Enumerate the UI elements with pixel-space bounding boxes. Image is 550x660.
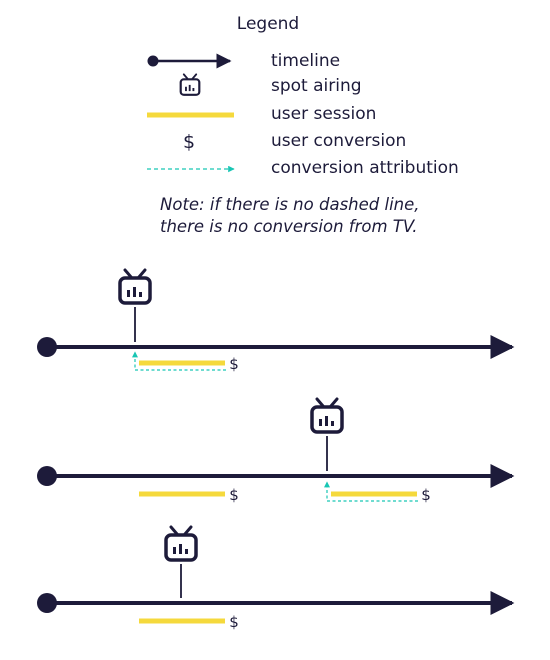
conversion-dollar: $: [229, 486, 239, 504]
tv-icon: [310, 397, 344, 434]
example-3: $: [37, 525, 515, 631]
attribution-arrow: [324, 481, 418, 502]
example-1: $: [37, 268, 515, 373]
tv-icon: [164, 525, 198, 562]
legend-label-conversion-attribution: conversion attribution: [271, 158, 459, 178]
legend-label-user-conversion: user conversion: [271, 131, 406, 151]
dollar-icon: $: [183, 131, 195, 153]
conversion-dollar: $: [229, 355, 239, 373]
legend: Legend timeline spot airing user session…: [147, 14, 459, 178]
legend-label-user-session: user session: [271, 104, 376, 124]
conversion-dollar: $: [421, 486, 431, 504]
attribution-arrow: [132, 351, 226, 371]
legend-label-timeline: timeline: [271, 51, 340, 71]
tv-icon: [181, 74, 200, 94]
legend-label-spot-airing: spot airing: [271, 76, 362, 96]
note-line-1: Note: if there is no dashed line,: [160, 195, 420, 214]
example-2: $ $: [37, 397, 515, 504]
tv-icon: [118, 268, 152, 305]
legend-title: Legend: [237, 14, 299, 34]
conversion-dollar: $: [229, 613, 239, 631]
legend-timeline-symbol: [147, 53, 232, 69]
note-line-2: there is no conversion from TV.: [160, 217, 418, 236]
